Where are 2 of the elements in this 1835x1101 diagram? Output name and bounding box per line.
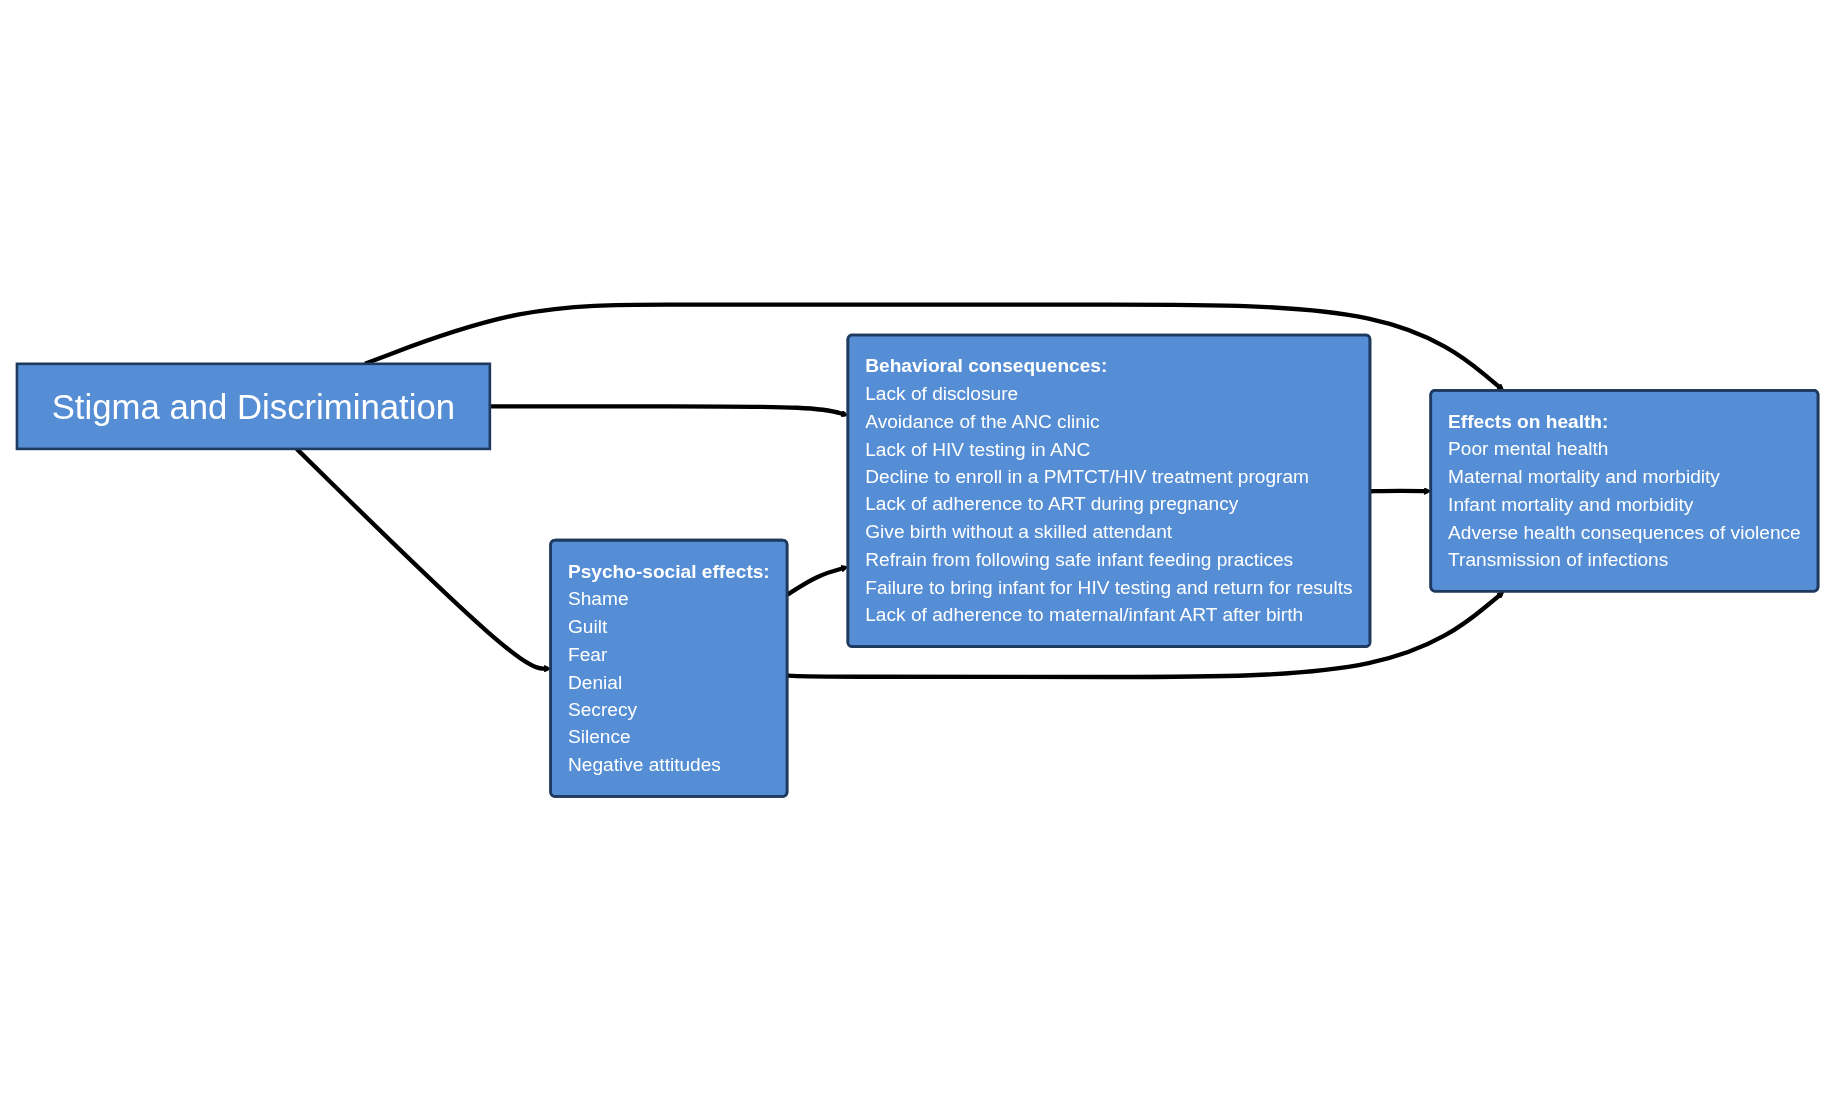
arrow	[787, 591, 1505, 680]
node-box: Stigma and Discrimination	[15, 362, 492, 451]
